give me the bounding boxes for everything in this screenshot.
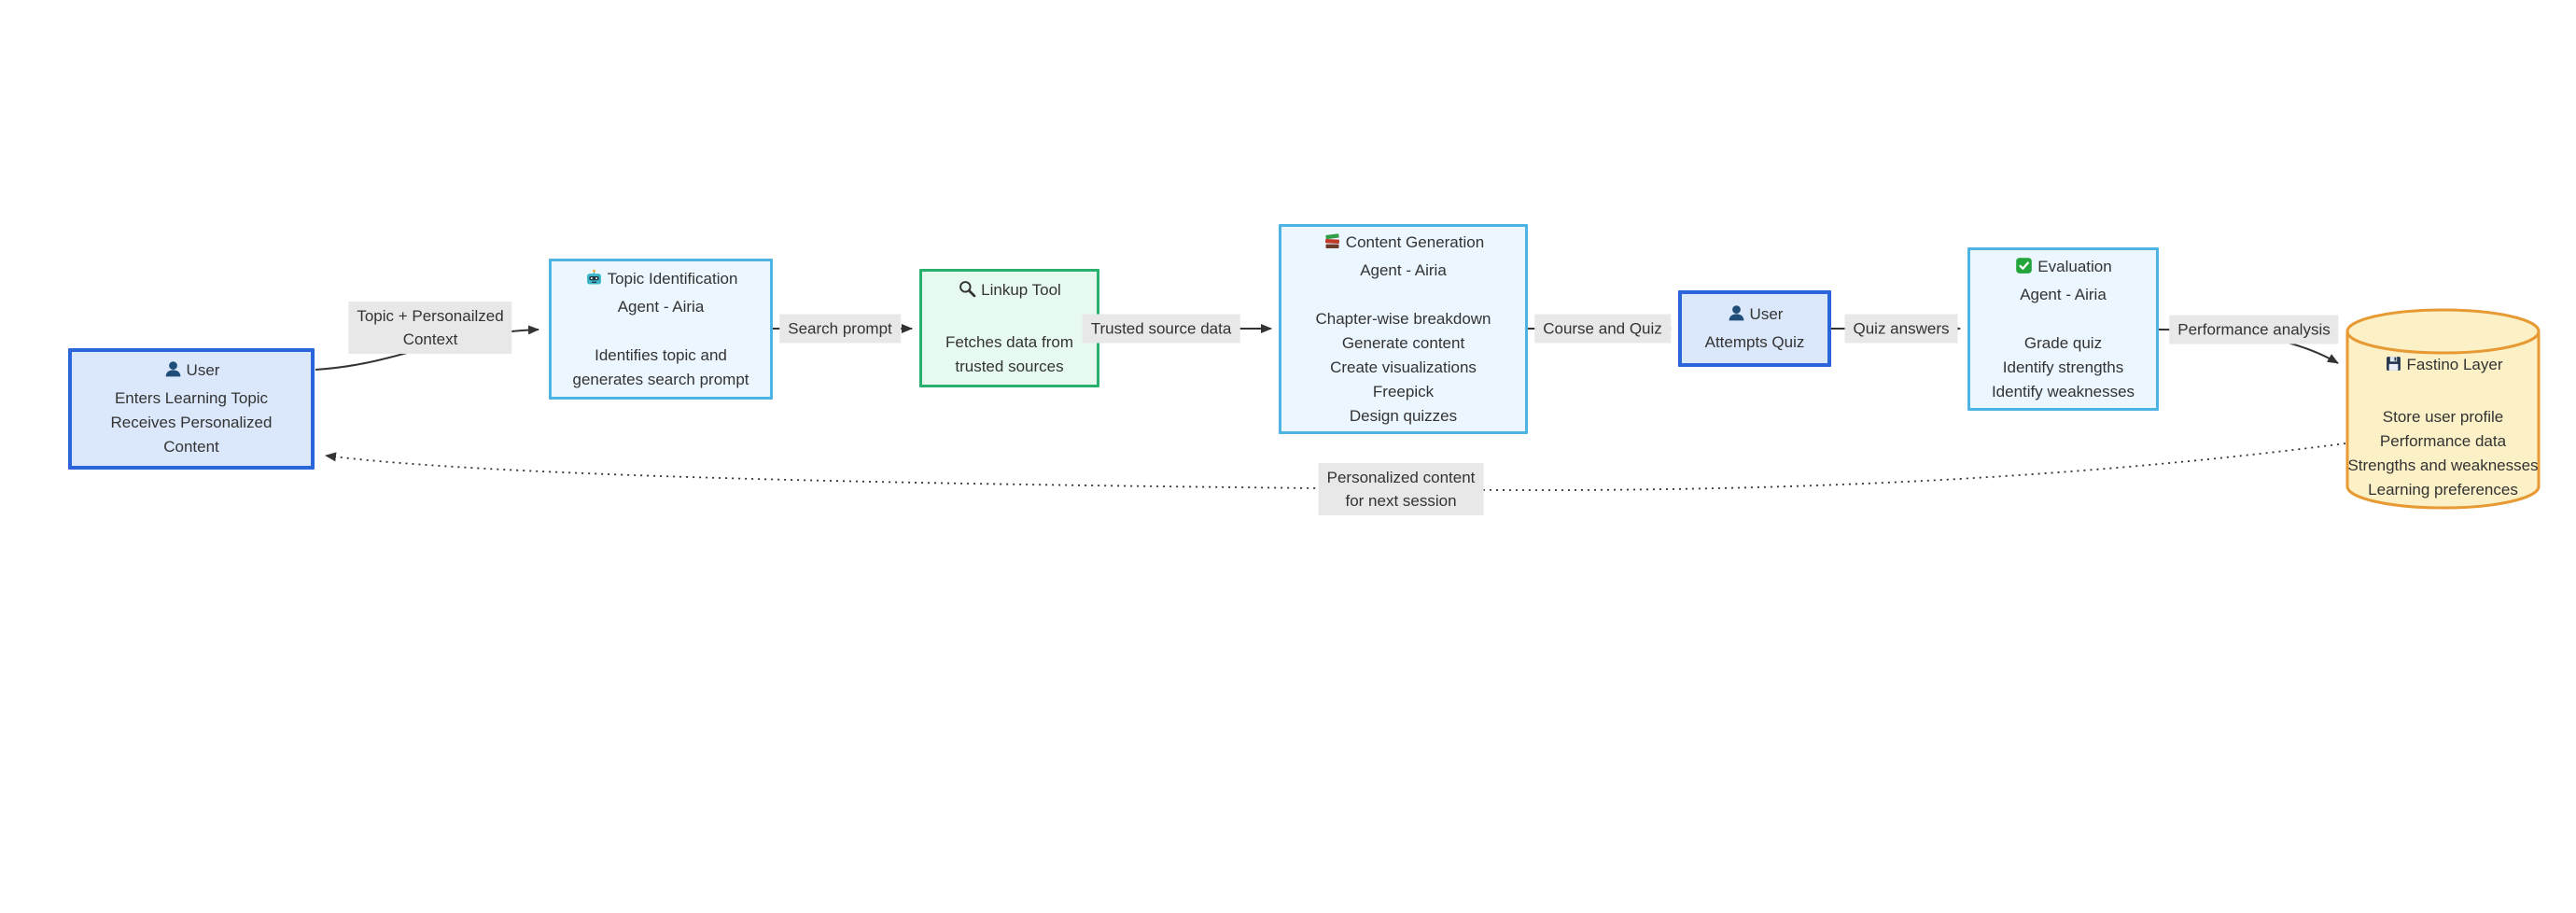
node-body-line: Create visualizations <box>1330 358 1477 376</box>
node-title: Fastino Layer <box>2406 356 2503 373</box>
edge-label-course-and-quiz: Course and Quiz <box>1534 314 1671 344</box>
node-subtitle: Agent - Airia <box>617 297 705 316</box>
books-icon <box>1323 232 1342 259</box>
node-body-line: Identify weaknesses <box>1991 382 2135 400</box>
robot-icon <box>584 268 604 295</box>
search-icon <box>958 279 977 306</box>
node-body-line: Receives Personalized <box>110 414 273 431</box>
node-body-line: Enters Learning Topic <box>114 389 269 407</box>
node-body-line: Grade quiz <box>2023 333 2103 352</box>
edge-label-line: for next session <box>1345 492 1457 510</box>
node-subtitle: Agent - Airia <box>2020 285 2107 303</box>
node-body-line: Chapter-wise breakdown <box>1315 309 1491 328</box>
node-topic-identification-agent: Topic Identification Agent - Airia Ident… <box>549 259 773 400</box>
edge-label-line: Personalized content <box>1326 469 1476 486</box>
edge-label-line: Trusted source data <box>1090 319 1232 338</box>
edge-label-performance-analysis: Performance analysis <box>2169 315 2339 344</box>
node-body-line: Generate content <box>1341 333 1465 352</box>
node-title: User <box>186 361 220 379</box>
node-body-line: Learning preferences <box>2368 481 2518 499</box>
node-body-line: Fetches data from <box>945 332 1073 351</box>
edge-label-line: Performance analysis <box>2177 320 2331 339</box>
user-icon <box>1727 303 1746 330</box>
edge-label-trusted-source-data: Trusted source data <box>1082 314 1240 344</box>
edge-label-topic-context: Topic + Personailzed Context <box>348 302 512 354</box>
node-body-line: generates search prompt <box>572 370 749 388</box>
node-body-line: Identify strengths <box>2002 358 2124 376</box>
node-fastino-layer: Fastino Layer Store user profile Perform… <box>2345 308 2541 510</box>
user-icon <box>163 359 183 386</box>
node-body-line: Store user profile <box>2382 408 2504 426</box>
node-body-line: Freepick <box>1372 382 1435 400</box>
node-title: Content Generation <box>1345 232 1485 251</box>
node-linkup-tool: Linkup Tool Fetches data from trusted so… <box>919 269 1099 387</box>
node-body-line: Performance data <box>2379 432 2507 450</box>
edge-label-line: Context <box>402 330 458 348</box>
node-body-line: Attempts Quiz <box>1704 333 1805 351</box>
node-user-attempts-quiz: User Attempts Quiz <box>1678 290 1831 367</box>
edge-label-line: Search prompt <box>788 319 892 338</box>
node-title: Topic Identification <box>607 269 738 288</box>
node-body-line: Identifies topic and <box>595 345 727 364</box>
node-title: Linkup Tool <box>981 280 1061 299</box>
node-body-line: Strengths and weaknesses <box>2347 456 2539 474</box>
node-body-line: Content <box>163 438 219 456</box>
node-body-line: Design quizzes <box>1349 406 1458 425</box>
edge-label-quiz-answers: Quiz answers <box>1844 314 1958 344</box>
check-icon <box>2014 256 2034 283</box>
floppy-icon <box>2384 354 2403 381</box>
node-user: User Enters Learning Topic Receives Pers… <box>68 348 315 470</box>
node-subtitle: Agent - Airia <box>1360 260 1447 279</box>
edge-label-line: Quiz answers <box>1853 319 1950 338</box>
database-cylinder-shape <box>2345 308 2541 510</box>
node-body-line: trusted sources <box>955 357 1064 375</box>
edge-label-line: Topic + Personailzed <box>357 307 504 325</box>
node-content-generation-agent: Content Generation Agent - Airia Chapter… <box>1279 224 1528 434</box>
node-evaluation-agent: Evaluation Agent - Airia Grade quiz Iden… <box>1967 247 2159 411</box>
node-title: User <box>1749 305 1784 323</box>
edge-label-personalized-content: Personalized content for next session <box>1318 463 1484 515</box>
node-title: Evaluation <box>2037 257 2112 275</box>
edge-label-line: Course and Quiz <box>1543 319 1662 338</box>
edge-label-search-prompt: Search prompt <box>779 314 901 344</box>
